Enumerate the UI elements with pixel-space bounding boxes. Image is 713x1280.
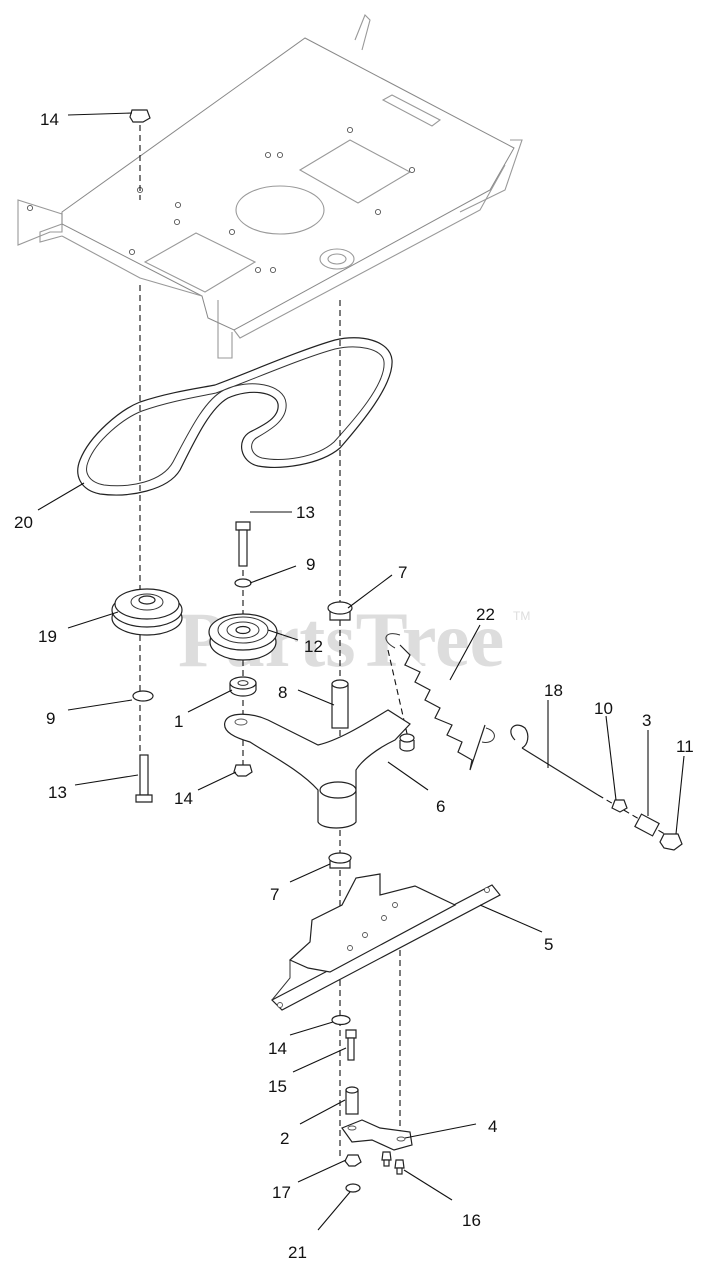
callout-14-bottom: 14 xyxy=(268,1039,287,1058)
callout-9-mid: 9 xyxy=(306,555,315,574)
callout-9-left: 9 xyxy=(46,709,55,728)
centerlines xyxy=(139,125,676,1160)
spacer-1 xyxy=(229,676,257,697)
bushing-7-top xyxy=(327,601,353,621)
nut-11 xyxy=(659,833,683,851)
bracket-5 xyxy=(270,873,501,1011)
callout-labels: 14 20 13 9 7 22 19 12 18 8 10 3 11 9 1 1… xyxy=(14,110,694,1262)
callout-13-left: 13 xyxy=(48,783,67,802)
leader-lines xyxy=(37,112,685,1231)
callout-12: 12 xyxy=(304,637,323,656)
idler-pulley-12 xyxy=(208,613,278,661)
callout-2: 2 xyxy=(280,1129,289,1148)
callout-18: 18 xyxy=(544,681,563,700)
callout-15: 15 xyxy=(268,1077,287,1096)
eyebolt-18 xyxy=(510,724,599,796)
spacer-8 xyxy=(331,679,349,729)
callout-11: 11 xyxy=(676,737,694,756)
nut-14-left xyxy=(233,764,253,777)
spacer-2 xyxy=(345,1086,359,1115)
callout-1: 1 xyxy=(174,712,183,731)
plate-4 xyxy=(341,1119,413,1151)
callout-6: 6 xyxy=(436,797,445,816)
callout-22: 22 xyxy=(476,605,495,624)
callout-8: 8 xyxy=(278,683,287,702)
drive-belt xyxy=(77,337,393,496)
nut-17 xyxy=(344,1154,362,1167)
spring-22 xyxy=(385,633,495,771)
callout-19: 19 xyxy=(38,627,57,646)
bolt-13-left xyxy=(135,754,153,803)
bolt-13-mid xyxy=(235,521,251,567)
callout-3: 3 xyxy=(642,711,651,730)
washer-10 xyxy=(611,799,628,813)
spacer-3 xyxy=(634,813,660,837)
bolt-15 xyxy=(345,1029,357,1061)
bushing-7-bottom xyxy=(328,852,352,869)
callout-7-bottom: 7 xyxy=(270,885,279,904)
callout-17: 17 xyxy=(272,1183,291,1202)
callout-7-top: 7 xyxy=(398,563,407,582)
nut-14-top xyxy=(129,109,151,123)
idler-arm-6 xyxy=(224,709,415,829)
washer-21 xyxy=(345,1183,361,1193)
callout-14-top: 14 xyxy=(40,110,59,129)
washer-9-left xyxy=(132,690,154,702)
callout-21: 21 xyxy=(288,1243,307,1262)
washer-14-bottom xyxy=(331,1014,351,1026)
washer-9-mid xyxy=(234,578,252,588)
watermark-tm: TM xyxy=(513,609,530,623)
callout-13-mid: 13 xyxy=(296,503,315,522)
callout-14-left: 14 xyxy=(174,789,193,808)
screws-16 xyxy=(381,1151,405,1175)
callout-16: 16 xyxy=(462,1211,481,1230)
callout-5: 5 xyxy=(544,935,553,954)
callout-4: 4 xyxy=(488,1117,497,1136)
idler-pulley-19 xyxy=(111,588,183,636)
callout-10: 10 xyxy=(594,699,613,718)
callout-20: 20 xyxy=(14,513,33,532)
deck-plate xyxy=(17,14,523,359)
